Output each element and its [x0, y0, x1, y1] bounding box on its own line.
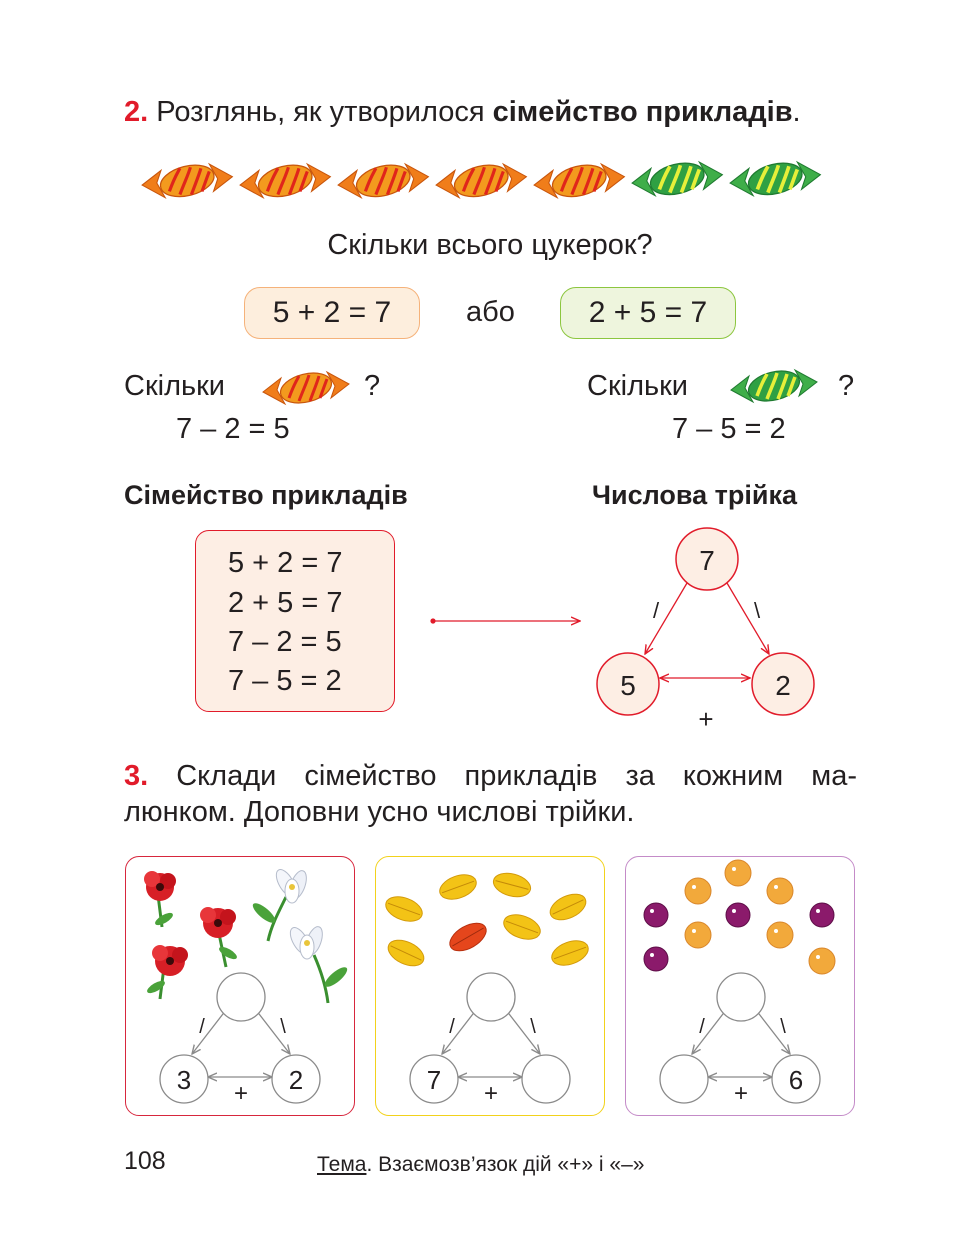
svg-text:\: \ [280, 1016, 286, 1038]
white-flower-icon [289, 926, 348, 1004]
yellow-leaf-icon [439, 874, 477, 900]
red-flower-icon [144, 871, 176, 928]
number-triple: 7 5 2 + / \ [596, 527, 815, 726]
card-number-triple: 7 + / \ [409, 972, 571, 1107]
triple-top-value: 7 [699, 545, 715, 576]
orange-candy-icon [238, 158, 332, 204]
family-equation-2: 2 + 5 = 7 [228, 587, 343, 619]
white-flower-icon [252, 869, 307, 942]
svg-text:/: / [699, 1016, 705, 1038]
triple-top-circle [675, 527, 739, 591]
card-leaves: 7 + / \ [375, 856, 605, 1116]
orange-candy-icon [140, 158, 234, 204]
family-box: 5 + 2 = 7 2 + 5 = 7 7 – 2 = 5 7 – 5 = 2 [195, 530, 395, 712]
svg-text:/: / [449, 1016, 455, 1038]
purple-berry-icon [725, 902, 751, 928]
task2-period: . [792, 96, 801, 128]
task3-text-1: Склади сімейство прикладів за кожним ма- [176, 760, 857, 792]
task2-number: 2. [124, 96, 149, 128]
orange-berry-icon [684, 921, 712, 949]
orange-berry-icon [684, 877, 712, 905]
orange-berry-icon [766, 921, 794, 949]
red-leaf-icon [449, 922, 487, 952]
connector-arrow [430, 612, 586, 630]
left-question-word: Скільки [124, 370, 225, 402]
orange-berry-icon [724, 859, 752, 887]
svg-text:\: \ [530, 1016, 536, 1038]
topic-label: Тема [317, 1153, 367, 1176]
svg-text:7: 7 [427, 1065, 441, 1095]
family-equation-3: 7 – 2 = 5 [228, 626, 342, 658]
topic-text: . Взаємозв’язок дій «+» і «–» [366, 1153, 645, 1176]
orange-candy-icon [258, 366, 354, 410]
yellow-leaf-icon [551, 940, 589, 966]
family-equation-4: 7 – 5 = 2 [228, 665, 342, 697]
task2-text: Розглянь, як утворилося [156, 96, 493, 128]
red-flower-icon [200, 907, 237, 968]
green-candy-icon [728, 156, 823, 202]
right-answer: 7 – 5 = 2 [672, 413, 786, 445]
task2-bold-text: сімейство прикладів [492, 96, 793, 128]
orange-berry-icon [808, 947, 836, 975]
svg-text:+: + [234, 1080, 248, 1107]
triple-left-circle [596, 652, 660, 716]
equation-green-pill: 2 + 5 = 7 [560, 287, 736, 339]
svg-text:+: + [734, 1080, 748, 1107]
purple-berry-icon [643, 902, 669, 928]
svg-text:/: / [199, 1016, 205, 1038]
svg-text:3: 3 [177, 1065, 191, 1095]
task3-number: 3. [124, 760, 149, 792]
triple-minus-left: / [653, 598, 660, 623]
yellow-leaf-icon [492, 872, 532, 898]
triple-right-value: 2 [775, 670, 791, 701]
triple-minus-right: \ [754, 598, 761, 623]
svg-text:6: 6 [789, 1065, 803, 1095]
svg-text:\: \ [780, 1016, 786, 1038]
right-question-mark: ? [838, 370, 855, 402]
yellow-leaf-icon [549, 893, 587, 921]
footer-topic: Тема. Взаємозв’язок дій «+» і «–» [317, 1153, 644, 1177]
purple-berry-icon [643, 946, 669, 972]
equation-orange-pill: 5 + 2 = 7 [244, 287, 420, 339]
or-word: або [466, 296, 515, 328]
question-total: Скільки всього цукерок? [327, 229, 653, 261]
purple-berry-icon [809, 902, 835, 928]
orange-candy-icon [336, 158, 430, 204]
green-candy-icon [630, 156, 725, 202]
task3-line2: люнком. Доповни усно числові трійки. [124, 796, 635, 828]
family-title: Сімейство прикладів [124, 480, 408, 510]
triple-left-value: 5 [620, 670, 636, 701]
orange-candy-icon [532, 158, 626, 204]
task2-heading: 2. Розглянь, як утворилося сімейство при… [124, 93, 801, 131]
green-candy-icon [726, 364, 822, 408]
orange-candy-icon [434, 158, 528, 204]
candy-row [138, 150, 828, 216]
left-question-mark: ? [364, 370, 381, 402]
task3-line1: 3. Склади сімейство прикладів за кожним … [124, 757, 857, 795]
card-number-triple: 6 + / \ [659, 972, 821, 1107]
card-flowers: 3 2 + / \ [125, 856, 355, 1116]
family-equation-1: 5 + 2 = 7 [228, 547, 343, 579]
svg-text:+: + [484, 1080, 498, 1107]
red-flower-icon [147, 945, 188, 1000]
right-question-word: Скільки [587, 370, 688, 402]
orange-berry-icon [766, 877, 794, 905]
yellow-leaf-icon [387, 939, 425, 967]
triple-right-circle [751, 652, 815, 716]
card-berries: 6 + / \ [625, 856, 855, 1116]
yellow-leaf-icon [503, 914, 541, 940]
card-number-triple: 3 2 + / \ [159, 972, 321, 1107]
page-number: 108 [124, 1147, 166, 1175]
left-answer: 7 – 2 = 5 [176, 413, 290, 445]
svg-text:2: 2 [289, 1065, 303, 1095]
triple-plus-sign: + [698, 704, 713, 726]
yellow-leaf-icon [385, 896, 423, 922]
triple-title: Числова трійка [592, 480, 797, 510]
